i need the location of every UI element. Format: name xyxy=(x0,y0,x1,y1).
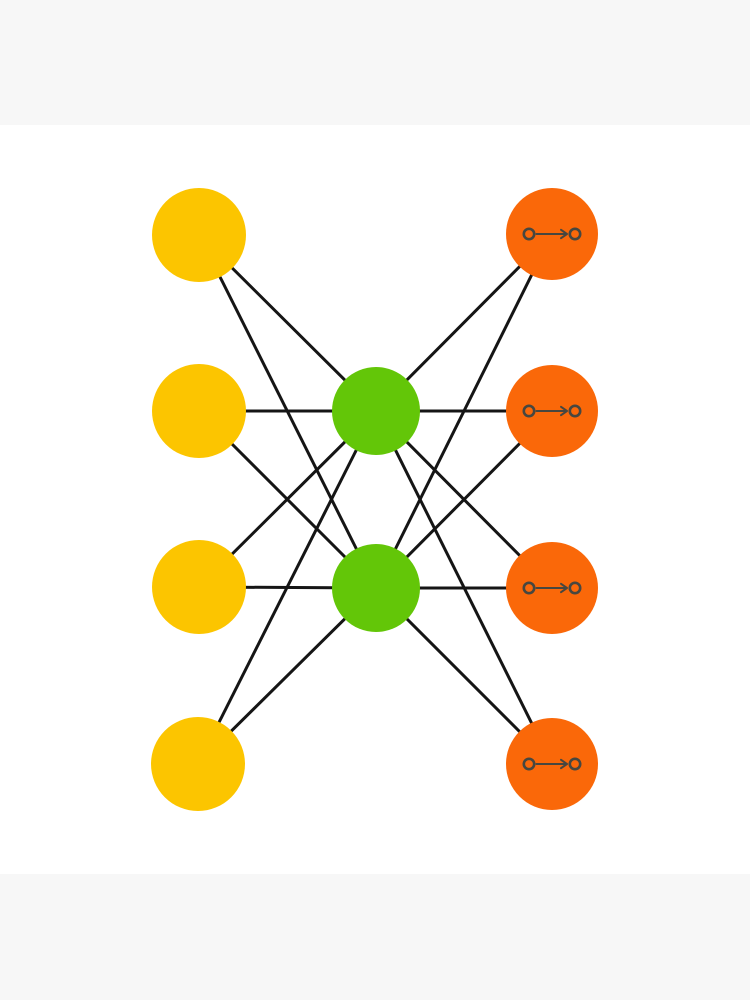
node-input-4 xyxy=(151,717,245,811)
arrow-head xyxy=(560,405,568,417)
left-ring xyxy=(522,757,536,771)
right-ring xyxy=(568,581,582,595)
input-node-circle xyxy=(152,540,246,634)
edge-hidden-2-output-1 xyxy=(374,233,554,589)
node-input-2 xyxy=(152,364,246,458)
arrow-head xyxy=(560,228,568,240)
left-ring xyxy=(522,581,536,595)
input-node-circle xyxy=(152,364,246,458)
diagram-canvas xyxy=(0,125,750,874)
node-hidden-1 xyxy=(332,367,420,455)
node-input-3 xyxy=(152,540,246,634)
node-output-3 xyxy=(506,542,598,634)
arrow-head xyxy=(560,582,568,594)
node-to-node-arrow-icon xyxy=(522,757,582,771)
edge-layer xyxy=(196,232,554,766)
node-to-node-arrow-icon xyxy=(522,581,582,595)
node-output-4 xyxy=(506,718,598,810)
right-ring xyxy=(568,404,582,418)
hidden-node-circle xyxy=(332,544,420,632)
left-ring xyxy=(522,227,536,241)
edge-input-4-hidden-1 xyxy=(196,410,378,765)
input-node-circle xyxy=(152,188,246,282)
node-input-1 xyxy=(152,188,246,282)
node-layer xyxy=(151,188,598,811)
node-to-node-arrow-icon xyxy=(522,227,582,241)
hidden-node-circle xyxy=(332,367,420,455)
left-ring xyxy=(522,404,536,418)
input-node-circle xyxy=(151,717,245,811)
arrow-head xyxy=(560,758,568,770)
node-hidden-2 xyxy=(332,544,420,632)
right-ring xyxy=(568,757,582,771)
node-to-node-arrow-icon xyxy=(522,404,582,418)
node-output-2 xyxy=(506,365,598,457)
right-ring xyxy=(568,227,582,241)
node-output-1 xyxy=(506,188,598,280)
